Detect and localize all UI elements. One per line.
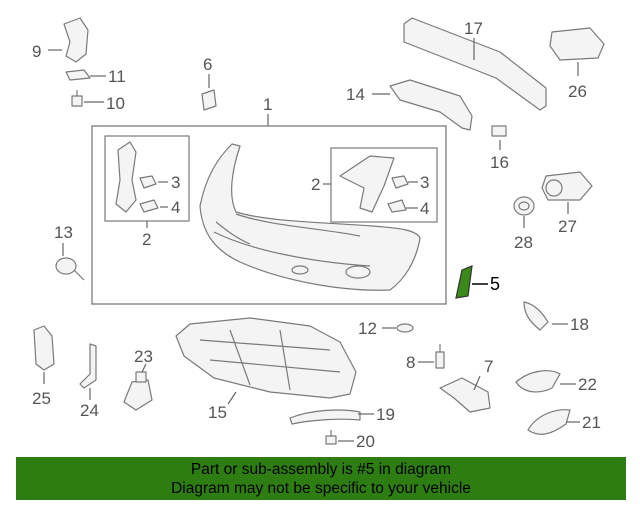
label-25: 25 — [32, 389, 51, 408]
part-11[interactable]: 11 — [65, 67, 126, 86]
label-4-right: 4 — [420, 199, 429, 218]
label-1: 1 — [263, 95, 272, 114]
assembly-frame — [91, 125, 447, 305]
notice-line-2: Diagram may not be specific to your vehi… — [171, 480, 471, 497]
part-13[interactable]: 13 — [54, 223, 85, 281]
part-21[interactable]: 21 — [527, 409, 601, 435]
notice-banner: Part or sub-assembly is #5 in diagram Di… — [16, 457, 626, 500]
label-20: 20 — [356, 432, 375, 451]
label-28: 28 — [514, 233, 533, 252]
label-10: 10 — [106, 94, 125, 113]
part-20[interactable]: 20 — [325, 430, 375, 451]
part-14[interactable]: 14 — [346, 79, 473, 131]
part-12[interactable]: 12 — [358, 319, 414, 338]
part-22[interactable]: 22 — [515, 370, 597, 394]
part-7[interactable]: 7 — [439, 357, 493, 413]
part-10[interactable]: 10 — [71, 90, 125, 113]
label-17: 17 — [464, 19, 483, 38]
part-19[interactable]: 19 — [289, 405, 395, 425]
part-16[interactable]: 16 — [490, 125, 509, 172]
label-5: 5 — [490, 274, 500, 294]
part-6[interactable]: 6 — [201, 55, 217, 111]
notice-line-1: Part or sub-assembly is #5 in diagram — [190, 461, 452, 478]
part-9[interactable]: 9 — [32, 17, 89, 63]
parts-diagram: 9 11 10 6 1 3 4 2 — [32, 17, 605, 451]
part-18[interactable]: 18 — [523, 301, 589, 334]
bumper-cover[interactable] — [199, 143, 421, 291]
part-25[interactable]: 25 — [32, 325, 55, 408]
label-22: 22 — [578, 375, 597, 394]
label-15: 15 — [208, 403, 227, 422]
label-27: 27 — [558, 217, 577, 236]
part-2-right[interactable]: 3 4 2 — [311, 147, 438, 223]
label-9: 9 — [32, 42, 41, 61]
part-26[interactable]: 26 — [549, 27, 605, 101]
label-24: 24 — [80, 401, 99, 420]
part-2-left[interactable]: 3 4 2 — [104, 135, 190, 249]
part-28[interactable]: 28 — [513, 196, 535, 252]
label-3-left: 3 — [171, 173, 180, 192]
part-1-label: 1 — [263, 95, 272, 126]
label-7: 7 — [484, 357, 493, 376]
label-18: 18 — [570, 315, 589, 334]
part-8[interactable]: 8 — [406, 344, 445, 372]
part-27[interactable]: 27 — [541, 171, 593, 236]
part-15[interactable]: 15 — [175, 317, 357, 422]
label-19: 19 — [376, 405, 395, 424]
part-5[interactable]: 5 — [455, 265, 500, 299]
label-2-right: 2 — [311, 175, 320, 194]
label-13: 13 — [54, 223, 73, 242]
label-26: 26 — [568, 82, 587, 101]
part-23[interactable]: 23 — [123, 347, 153, 411]
label-11: 11 — [108, 67, 126, 86]
label-2-left: 2 — [142, 230, 151, 249]
label-14: 14 — [346, 85, 365, 104]
label-3-right: 3 — [420, 173, 429, 192]
label-6: 6 — [203, 55, 212, 74]
label-4-left: 4 — [171, 198, 180, 217]
label-23: 23 — [134, 347, 153, 366]
label-21: 21 — [582, 413, 601, 432]
label-16: 16 — [490, 153, 509, 172]
label-8: 8 — [406, 353, 415, 372]
label-12: 12 — [358, 319, 377, 338]
part-17[interactable]: 17 — [403, 17, 547, 111]
part-24[interactable]: 24 — [79, 343, 99, 420]
